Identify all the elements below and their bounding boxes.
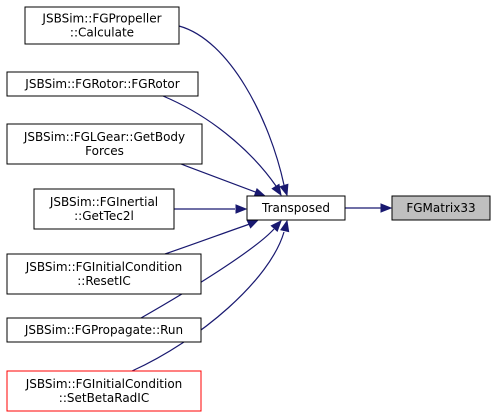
- edge-fglgear-getbodyforces-to-transposed-arrowhead: [253, 187, 267, 197]
- node-fglgear-getbodyforces-label-line-2: Forces: [85, 144, 124, 158]
- node-transposed-label-line-1: Transposed: [261, 201, 330, 215]
- node-fginertial-gettec2l-label-line-1: JSBSim::FGInertial: [49, 195, 158, 209]
- node-fginitialcondition-setbetaradic-label-line-1: JSBSim::FGInitialCondition: [25, 377, 183, 391]
- node-fgpropagate-run[interactable]: JSBSim::FGPropagate::Run: [6, 317, 202, 343]
- node-fginitialcondition-resetic-box: [6, 253, 202, 295]
- node-fgpropeller-calculate-label-line-2: ::Calculate: [70, 26, 134, 40]
- edge-fgpropeller-calculate-to-transposed: [178, 25, 285, 186]
- edge-fgrotor-fgrotor-to-transposed-arrowhead: [271, 183, 282, 197]
- edge-fgpropeller-calculate-to-transposed-arrowhead: [279, 183, 289, 197]
- node-fgmatrix33[interactable]: FGMatrix33: [391, 195, 491, 221]
- edges-layer: [131, 25, 393, 372]
- edge-fginitialcondition-setbetaradic-to-transposed-arrowhead: [280, 219, 290, 233]
- edge-fgpropagate-run-to-transposed: [140, 228, 275, 319]
- node-fginertial-gettec2l-label-line-2: ::GetTec2l: [74, 209, 134, 223]
- node-fginitialcondition-resetic-label-line-1: JSBSim::FGInitialCondition: [25, 260, 183, 274]
- node-fgpropagate-run-label-line-1: JSBSim::FGPropagate::Run: [24, 323, 183, 337]
- node-fginitialcondition-setbetaradic-label-line-2: ::SetBetaRadIC: [59, 391, 149, 405]
- node-fgrotor-fgrotor-label-line-1: JSBSim::FGRotor::FGRotor: [24, 77, 179, 91]
- nodes-layer: JSBSim::FGPropeller::CalculateJSBSim::FG…: [6, 6, 491, 412]
- node-fginertial-gettec2l[interactable]: JSBSim::FGInertial::GetTec2l: [33, 188, 175, 230]
- edge-fginertial-gettec2l-to-transposed-arrowhead: [235, 204, 248, 214]
- node-fginitialcondition-setbetaradic[interactable]: JSBSim::FGInitialCondition::SetBetaRadIC: [6, 370, 202, 412]
- node-fgpropagate-run-box: [6, 317, 202, 343]
- node-fginitialcondition-resetic[interactable]: JSBSim::FGInitialCondition::ResetIC: [6, 253, 202, 295]
- edge-fginitialcondition-resetic-to-transposed-arrowhead: [246, 219, 260, 229]
- node-fginertial-gettec2l-box: [33, 188, 175, 230]
- node-transposed-box: [246, 195, 346, 221]
- node-fgpropeller-calculate-label-line-1: JSBSim::FGPropeller: [41, 12, 161, 26]
- node-fgmatrix33-label-line-1: FGMatrix33: [406, 201, 475, 215]
- edge-fgrotor-fgrotor-to-transposed: [162, 95, 277, 187]
- edge-transposed-to-fgmatrix33-arrowhead: [380, 203, 393, 213]
- node-fgrotor-fgrotor[interactable]: JSBSim::FGRotor::FGRotor: [6, 71, 199, 97]
- node-fgpropeller-calculate-box: [24, 6, 180, 45]
- edge-fgpropagate-run-to-transposed-arrowhead: [270, 219, 282, 232]
- node-fgrotor-fgrotor-box: [6, 71, 199, 97]
- node-fglgear-getbodyforces-label-line-1: JSBSim::FGLGear::GetBody: [23, 130, 185, 144]
- node-transposed[interactable]: Transposed: [246, 195, 346, 221]
- edge-fginitialcondition-setbetaradic-to-transposed: [131, 231, 285, 372]
- node-fglgear-getbodyforces-box: [6, 123, 203, 165]
- node-fgmatrix33-box: [391, 195, 491, 221]
- node-fginitialcondition-resetic-label-line-2: ::ResetIC: [77, 274, 131, 288]
- edge-fginitialcondition-resetic-to-transposed: [164, 223, 251, 255]
- node-fginitialcondition-setbetaradic-box: [6, 370, 202, 412]
- node-fgpropeller-calculate[interactable]: JSBSim::FGPropeller::Calculate: [24, 6, 180, 45]
- edge-fglgear-getbodyforces-to-transposed: [180, 163, 259, 194]
